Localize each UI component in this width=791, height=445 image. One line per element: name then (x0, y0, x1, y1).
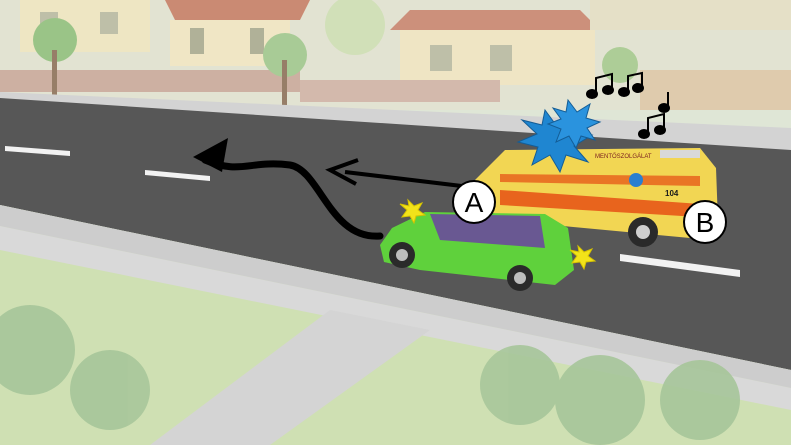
houses-background (0, 0, 791, 110)
music-notes-icon (586, 71, 670, 139)
label-b: B (683, 200, 727, 244)
foreground-bushes (0, 305, 740, 445)
front-blinker-flash-icon (399, 198, 427, 225)
left-arrow-head (325, 158, 359, 186)
ambulance-side-text: MENTŐSZOLGÁLAT (595, 153, 652, 160)
curved-left-arrow (201, 156, 384, 240)
label-a: A (452, 180, 496, 224)
star-of-life-icon (629, 173, 643, 187)
curved-arrow-head (193, 138, 228, 172)
lane-markings (5, 146, 740, 277)
blue-flash-icon-2 (546, 98, 602, 150)
rear-blinker-flash-icon (569, 244, 597, 271)
left-arrow (344, 170, 471, 189)
side-path (150, 310, 430, 445)
green-minivan (380, 212, 574, 291)
lower-sidewalk-edge (0, 205, 791, 388)
ambulance-number: 104 (665, 189, 679, 198)
label-b-text: B (696, 207, 715, 238)
label-a-text: A (465, 187, 484, 218)
